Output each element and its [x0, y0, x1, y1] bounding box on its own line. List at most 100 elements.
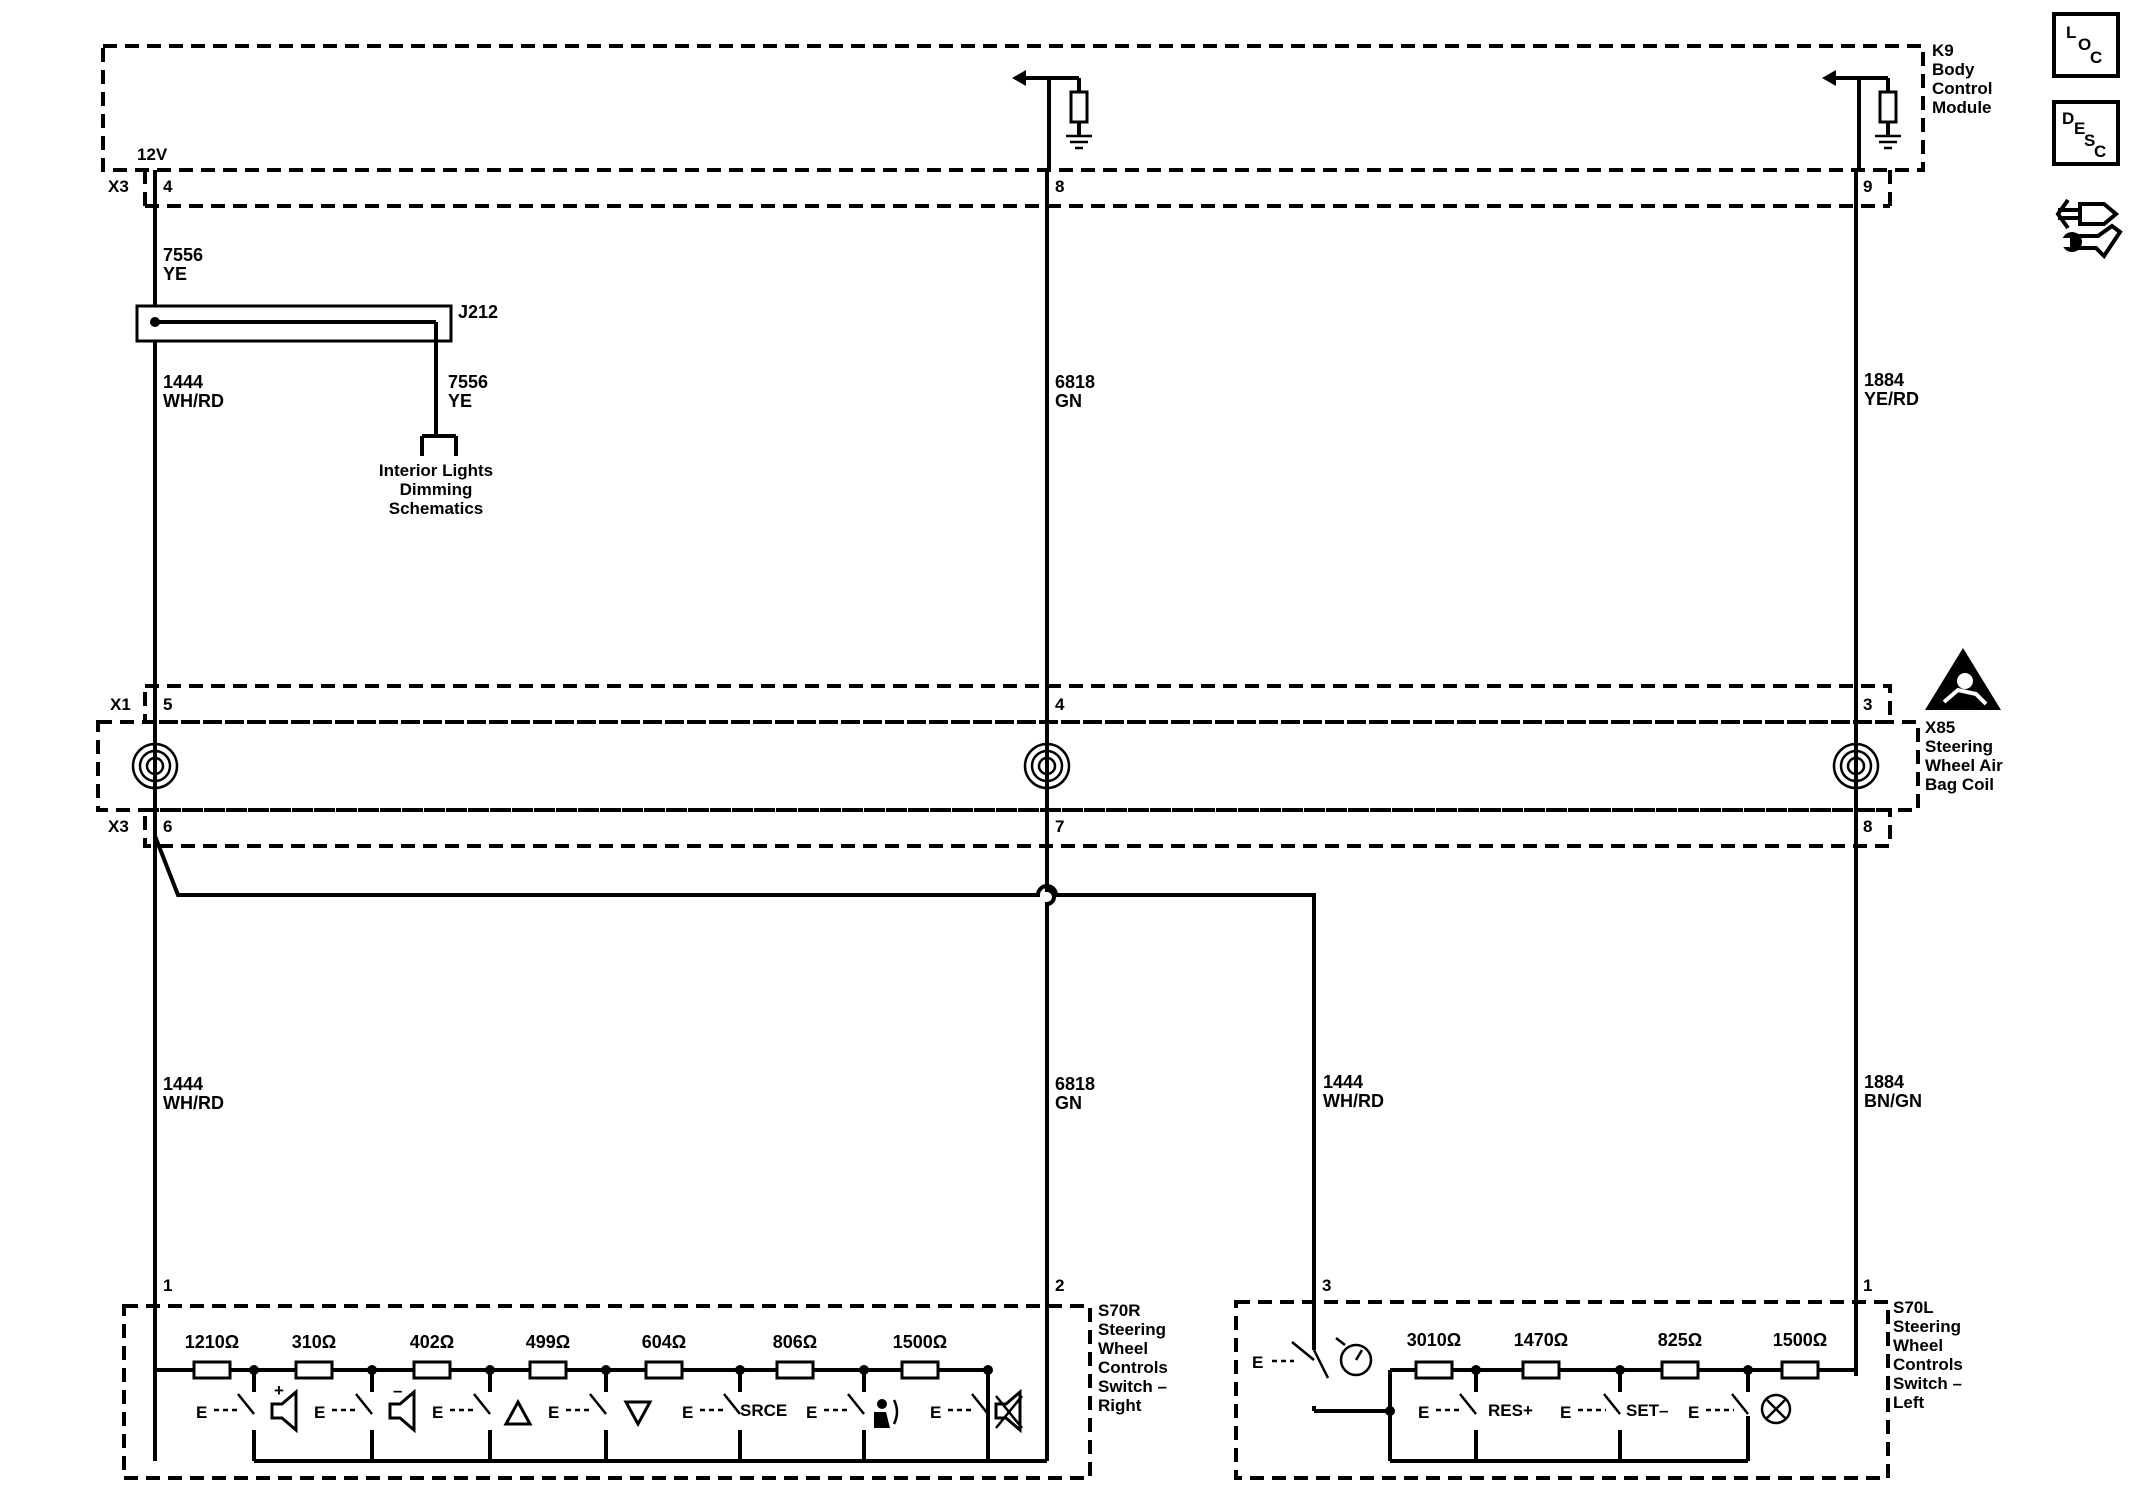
switch-contact: E	[548, 1393, 608, 1461]
svg-text:WH/RD: WH/RD	[1323, 1091, 1384, 1111]
svg-text:1884: 1884	[1864, 1072, 1904, 1092]
resistor	[1521, 1360, 1561, 1380]
switch-contact: E	[806, 1393, 866, 1461]
clockspring-coil-3	[1832, 742, 1880, 790]
svg-text:6818: 6818	[1055, 372, 1095, 392]
seek-down-icon	[623, 1400, 653, 1428]
seek-up-icon	[503, 1398, 533, 1426]
svg-text:1444: 1444	[1323, 1072, 1363, 1092]
voice-recognition-icon	[874, 1399, 899, 1428]
s70l-label: S70L Steering Wheel Controls Switch – Le…	[1893, 1298, 1963, 1412]
svg-text:Dimming: Dimming	[400, 480, 473, 499]
pin-label: 4	[1055, 695, 1065, 714]
pin-label: 7	[1055, 817, 1064, 836]
svg-text:C: C	[2094, 142, 2106, 161]
s70r-outline	[122, 1304, 1092, 1480]
svg-text:7556: 7556	[448, 372, 488, 392]
coil-outline	[96, 720, 1920, 812]
svg-text:1444: 1444	[163, 1074, 203, 1094]
svg-text:C: C	[2090, 48, 2102, 67]
svg-text:E: E	[1688, 1403, 1699, 1422]
resistor-value: 499Ω	[526, 1332, 570, 1352]
voltage-label: 12V	[137, 145, 168, 164]
switch-contact: E	[196, 1393, 256, 1461]
resistor	[1660, 1360, 1700, 1380]
svg-text:1444: 1444	[163, 372, 203, 392]
switch-contact: E	[1688, 1393, 1750, 1461]
switch-label-srce: SRCE	[740, 1401, 787, 1420]
svg-text:Steering: Steering	[1893, 1317, 1961, 1336]
svg-text:Body: Body	[1932, 60, 1975, 79]
svg-text:K9: K9	[1932, 41, 1954, 60]
pin-label: 8	[1055, 177, 1064, 196]
resistor	[294, 1360, 334, 1380]
switch-label-set: SET–	[1626, 1401, 1669, 1420]
resistor-value: 402Ω	[410, 1332, 454, 1352]
switch-contact: E	[1418, 1393, 1478, 1461]
resistor-value: 1210Ω	[185, 1332, 239, 1352]
svg-text:S70L: S70L	[1893, 1298, 1934, 1317]
svg-text:E: E	[196, 1403, 207, 1422]
svg-text:E: E	[314, 1403, 325, 1422]
svg-text:Wheel: Wheel	[1893, 1336, 1943, 1355]
svg-text:O: O	[2078, 35, 2091, 54]
coil-x3-outline	[143, 808, 1892, 848]
switch-contact: E	[930, 1393, 990, 1461]
wire-label-1444-upper: 1444 WH/RD	[163, 372, 224, 411]
svg-text:Controls: Controls	[1893, 1355, 1963, 1374]
wire-label-7556-splice: 7556 YE	[448, 372, 488, 411]
svg-text:Right: Right	[1098, 1396, 1142, 1415]
switch-contact: E	[432, 1393, 492, 1461]
mute-end-call-icon	[994, 1388, 1023, 1434]
svg-text:Steering: Steering	[1098, 1320, 1166, 1339]
pin-label: 4	[163, 177, 173, 196]
svg-text:BN/GN: BN/GN	[1864, 1091, 1922, 1111]
desc-button[interactable]: D E S C	[2052, 100, 2120, 166]
pin-label: 6	[163, 817, 172, 836]
svg-text:E: E	[432, 1403, 443, 1422]
switch-contact: E	[682, 1393, 742, 1461]
svg-text:E: E	[930, 1403, 941, 1422]
svg-text:E: E	[2074, 119, 2085, 138]
resistor-value: 1500Ω	[1773, 1330, 1827, 1350]
splice-id: J212	[458, 302, 498, 322]
wire-label-6818-upper: 6818 GN	[1055, 372, 1095, 411]
s70l-outline	[1234, 1300, 1890, 1480]
svg-text:Module: Module	[1932, 98, 1992, 117]
cruise-gauge-icon	[1335, 1337, 1373, 1377]
bcm-output-9	[1822, 70, 1901, 170]
resistor-value: 3010Ω	[1407, 1330, 1461, 1350]
bcm-label: K9 Body Control Module	[1932, 41, 1992, 117]
loc-button[interactable]: L O C	[2052, 12, 2120, 78]
resistor-value: 310Ω	[292, 1332, 336, 1352]
svg-text:GN: GN	[1055, 391, 1082, 411]
wire-label-1444-mid: 1444 WH/RD	[1323, 1072, 1384, 1111]
svg-text:Control: Control	[1932, 79, 1992, 98]
svg-text:E: E	[1252, 1353, 1263, 1372]
resistor-value: 1470Ω	[1514, 1330, 1568, 1350]
svg-text:Interior Lights: Interior Lights	[379, 461, 493, 480]
svg-text:7556: 7556	[163, 245, 203, 265]
clockspring-coil-1	[131, 742, 179, 790]
connector-x3-bottom: X3	[108, 817, 129, 836]
connector-x1: X1	[110, 695, 131, 714]
svg-text:WH/RD: WH/RD	[163, 1093, 224, 1113]
resistor	[775, 1360, 815, 1380]
splice-j212	[135, 304, 458, 456]
pin-label: 1	[1863, 1276, 1872, 1295]
svg-text:GN: GN	[1055, 1093, 1082, 1113]
svg-text:S: S	[2084, 131, 2095, 150]
coil-x1-outline	[143, 684, 1892, 724]
wire-label-7556-top: 7556 YE	[163, 245, 203, 284]
svg-text:6818: 6818	[1055, 1074, 1095, 1094]
svg-text:Switch –: Switch –	[1098, 1377, 1167, 1396]
coil-label: X85 Steering Wheel Air Bag Coil	[1925, 718, 2003, 794]
bcm-outline	[101, 44, 1925, 172]
connector-wrench-icon[interactable]	[2055, 198, 2123, 260]
volume-down-icon: –	[388, 1381, 416, 1434]
resistor	[1414, 1360, 1454, 1380]
svg-text:Left: Left	[1893, 1393, 1925, 1412]
svg-text:Wheel: Wheel	[1098, 1339, 1148, 1358]
